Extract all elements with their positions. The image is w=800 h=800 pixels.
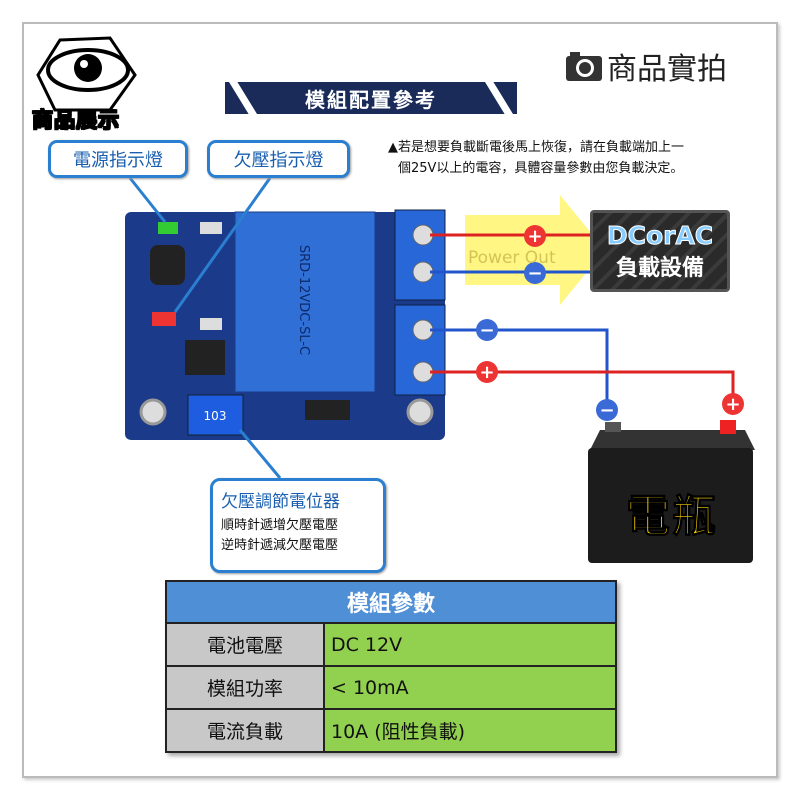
logo-text: 商品展示 bbox=[32, 108, 120, 133]
page-title: 模組配置參考 bbox=[225, 82, 517, 114]
svg-text:−: − bbox=[599, 400, 614, 421]
battery-label: 電瓶 bbox=[626, 491, 718, 543]
params-header: 模組參數 bbox=[165, 580, 617, 624]
param-value: DC 12V bbox=[323, 622, 617, 667]
power-out-arrow-icon bbox=[465, 195, 605, 305]
svg-text:+: + bbox=[527, 226, 542, 247]
table-row: 模組功率< 10mA bbox=[165, 665, 617, 710]
svg-text:−: − bbox=[479, 320, 494, 341]
load-device-box: DCorAC 負載設備 bbox=[590, 210, 730, 292]
load-type: DCorAC bbox=[606, 220, 714, 250]
svg-text:+: + bbox=[479, 362, 494, 383]
power-out-label: Power Out bbox=[468, 248, 556, 268]
param-value: < 10mA bbox=[323, 665, 617, 710]
battery-icon bbox=[588, 420, 755, 563]
svg-text:103: 103 bbox=[204, 409, 227, 423]
camera-icon bbox=[566, 52, 602, 81]
pot-callout-line-1: 順時針遞增欠壓電壓 bbox=[221, 518, 339, 533]
param-key: 電流負載 bbox=[165, 708, 325, 753]
eye-logo-icon bbox=[36, 36, 137, 112]
capacitor-note: ▲若是想要負載斷電後馬上恢復，請在負載端加上一 個25V以上的電容，具體容量參數… bbox=[388, 137, 684, 179]
power-led-label: 電源指示燈 bbox=[48, 140, 188, 178]
param-key: 電池電壓 bbox=[165, 622, 325, 667]
potentiometer-callout: 欠壓調節電位器 順時針遞增欠壓電壓 逆時針遞減欠壓電壓 bbox=[210, 478, 386, 573]
note-line-2: 個25V以上的電容，具體容量參數由您負載決定。 bbox=[398, 161, 684, 176]
undervoltage-led-label: 欠壓指示燈 bbox=[207, 140, 350, 178]
load-label: 負載設備 bbox=[615, 255, 704, 281]
polarity-icons: + − − + − + bbox=[476, 225, 744, 421]
pot-callout-title: 欠壓調節電位器 bbox=[221, 492, 340, 512]
svg-text:−: − bbox=[527, 263, 542, 284]
svg-text:+: + bbox=[725, 394, 740, 415]
real-photo-text: 商品實拍 bbox=[607, 52, 727, 87]
potentiometer bbox=[187, 394, 244, 436]
note-line-1: ▲若是想要負載斷電後馬上恢復，請在負載端加上一 bbox=[388, 140, 684, 155]
param-key: 模組功率 bbox=[165, 665, 325, 710]
real-photo-badge: 商品實拍 bbox=[565, 44, 727, 88]
terminal-block-top bbox=[394, 209, 446, 301]
pot-callout-line-2: 逆時針遞減欠壓電壓 bbox=[221, 538, 339, 553]
image-frame bbox=[22, 22, 778, 778]
svg-text:SRD-12VDC-SL-C: SRD-12VDC-SL-C bbox=[296, 245, 311, 355]
param-value: 10A (阻性負載) bbox=[323, 708, 617, 753]
relay bbox=[234, 211, 376, 393]
